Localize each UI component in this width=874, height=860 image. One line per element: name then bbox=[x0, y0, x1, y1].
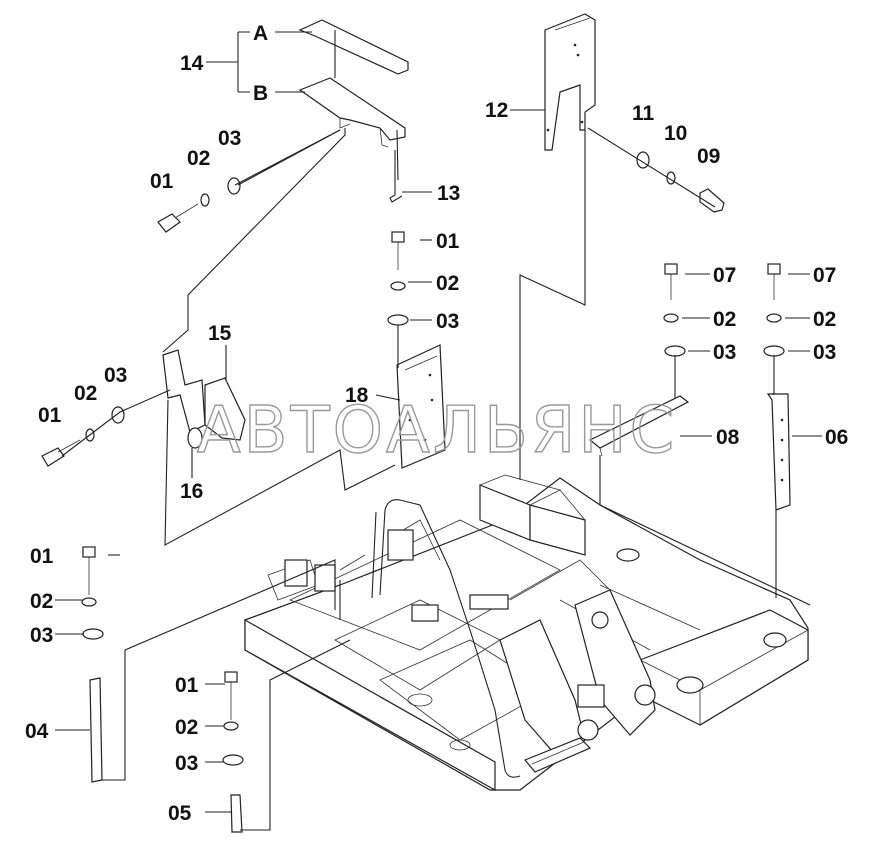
callout-02-lowmid: 02 bbox=[175, 716, 198, 739]
callout-02-left: 02 bbox=[74, 382, 97, 405]
cover-plate-a bbox=[298, 19, 409, 75]
callout-08: 08 bbox=[716, 426, 740, 449]
callout-12: 12 bbox=[485, 99, 508, 122]
callout-01-lowmid: 01 bbox=[175, 674, 199, 697]
side-bracket bbox=[162, 349, 246, 441]
callout-13: 13 bbox=[437, 182, 460, 205]
washer-03-right bbox=[763, 345, 785, 357]
callout-02-right: 02 bbox=[813, 308, 836, 331]
callout-01-center: 01 bbox=[436, 230, 460, 253]
callout-b: B bbox=[253, 82, 268, 105]
callout-07-right: 07 bbox=[813, 264, 836, 287]
washer-03-mid bbox=[664, 345, 686, 357]
callout-02-center: 02 bbox=[436, 272, 459, 295]
callout-03-top: 03 bbox=[218, 127, 241, 150]
bolt-01-left bbox=[41, 447, 65, 467]
callout-04: 04 bbox=[25, 720, 49, 743]
watermark-text: АВТОАЛЬЯНС bbox=[197, 394, 677, 468]
callout-15: 15 bbox=[208, 322, 232, 345]
washer-02-top bbox=[200, 193, 210, 207]
washer-03-top bbox=[227, 177, 241, 195]
bracket-06 bbox=[766, 393, 791, 511]
callout-03-lowleft: 03 bbox=[30, 624, 53, 647]
callout-03-right: 03 bbox=[813, 341, 836, 364]
leader-lines bbox=[55, 30, 822, 831]
callout-03-left: 03 bbox=[104, 364, 127, 387]
callout-02-lowleft: 02 bbox=[30, 590, 53, 613]
callout-14: 14 bbox=[180, 52, 204, 75]
callout-11: 11 bbox=[632, 102, 655, 125]
bolt-07-right bbox=[767, 263, 781, 275]
bracket-04 bbox=[89, 677, 103, 783]
washer-02-lowmid bbox=[223, 721, 239, 731]
washer-02-center bbox=[390, 281, 406, 291]
callout-02-mid: 02 bbox=[713, 308, 736, 331]
callout-01-lowleft: 01 bbox=[30, 545, 54, 568]
plate-08 bbox=[588, 395, 690, 449]
washer-03-center bbox=[387, 314, 409, 326]
bolt-01-lowleft bbox=[82, 546, 96, 558]
hex-key-13 bbox=[389, 150, 403, 203]
washer-03-lowleft bbox=[82, 628, 104, 640]
upper-frame-assembly bbox=[244, 474, 809, 792]
callout-18: 18 bbox=[345, 384, 369, 407]
washer-02-mid bbox=[663, 313, 679, 323]
washer-03-lowmid bbox=[222, 754, 244, 766]
plate-18 bbox=[396, 344, 446, 469]
callout-03-mid: 03 bbox=[713, 341, 736, 364]
washer-03-left bbox=[111, 406, 125, 424]
callout-07-mid: 07 bbox=[713, 264, 736, 287]
bolt-01-lowmid bbox=[224, 671, 238, 683]
callout-06: 06 bbox=[825, 426, 848, 449]
washer-02-right bbox=[766, 313, 782, 323]
clip-16 bbox=[187, 427, 203, 449]
cover-plate-b bbox=[298, 77, 406, 148]
callout-labels: 14 A B 13 01 02 03 12 11 10 09 01 02 03 … bbox=[25, 22, 848, 825]
bolt-09 bbox=[699, 188, 725, 213]
callout-01-left: 01 bbox=[38, 404, 62, 427]
callout-03-lowmid: 03 bbox=[175, 752, 198, 775]
bracket-12 bbox=[544, 13, 596, 151]
callout-01-top: 01 bbox=[150, 170, 174, 193]
callout-a: A bbox=[253, 22, 268, 45]
washer-02-lowleft bbox=[81, 597, 97, 607]
bolt-01-center bbox=[391, 231, 405, 243]
callout-10: 10 bbox=[664, 122, 687, 145]
bolt-07-mid bbox=[664, 263, 678, 275]
callout-16: 16 bbox=[180, 480, 203, 503]
callout-09: 09 bbox=[697, 145, 720, 168]
callout-03-center: 03 bbox=[436, 310, 459, 333]
bracket-05 bbox=[230, 794, 243, 833]
bolt-01-top bbox=[157, 213, 181, 233]
callout-02-top: 02 bbox=[187, 147, 210, 170]
callout-05: 05 bbox=[168, 802, 192, 825]
